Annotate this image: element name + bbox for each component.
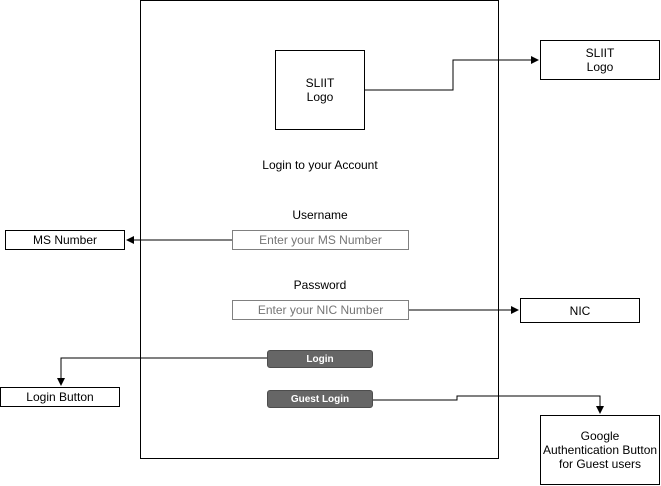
annotation-login-button: Login Button [0, 387, 120, 407]
connector-logo [365, 56, 539, 91]
connector-guest [373, 395, 604, 414]
username-label: Username [292, 208, 348, 222]
connector-login [57, 357, 267, 386]
logo-box: SLIIT Logo [275, 50, 365, 130]
annotation-google-auth: Google Authentication Button for Guest u… [540, 415, 660, 485]
annotation-logo: SLIIT Logo [540, 40, 660, 80]
login-screen-frame [140, 0, 499, 459]
annotation-ms-number: MS Number [5, 230, 125, 250]
password-input[interactable] [232, 300, 409, 320]
page-title: Login to your Account [262, 158, 378, 172]
guest-login-button[interactable]: Guest Login [267, 390, 373, 408]
password-label: Password [293, 278, 347, 292]
login-button[interactable]: Login [267, 350, 373, 368]
annotation-nic: NIC [520, 298, 640, 323]
username-input[interactable] [232, 230, 409, 250]
